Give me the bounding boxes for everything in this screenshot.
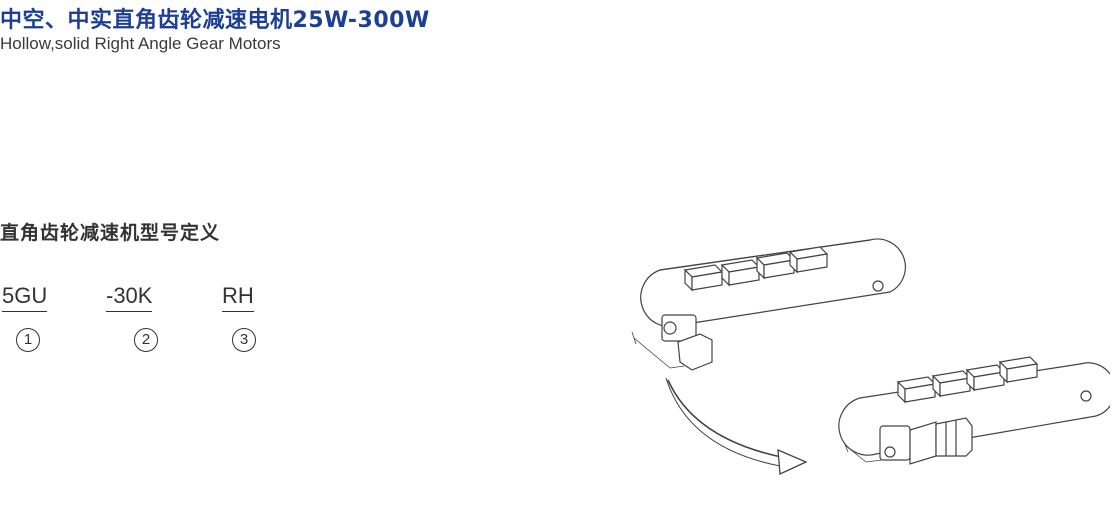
- model-index-3: 3: [232, 328, 256, 352]
- model-index-1: 1: [16, 328, 40, 352]
- model-code-ratio: -30K: [106, 283, 153, 312]
- model-code-type: RH: [222, 283, 254, 312]
- model-code-series: 5GU: [2, 283, 48, 312]
- top-conveyor: [631, 238, 906, 371]
- gear-motor-top: [661, 314, 713, 371]
- page-subtitle: Hollow,solid Right Angle Gear Motors: [0, 34, 281, 53]
- conveyor-boxes-top: [683, 246, 829, 292]
- conveyor-diagram: [631, 238, 1110, 475]
- conveyor-boxes-bottom: [896, 356, 1039, 404]
- gear-motor-bottom: [879, 417, 973, 465]
- curved-arrow-icon: [665, 377, 808, 475]
- section-title: 直角齿轮减速机型号定义: [0, 222, 221, 244]
- bottom-conveyor: [838, 356, 1110, 465]
- page-title: 中空、中实直角齿轮减速电机25W-300W: [0, 8, 430, 33]
- model-index-2: 2: [134, 328, 158, 352]
